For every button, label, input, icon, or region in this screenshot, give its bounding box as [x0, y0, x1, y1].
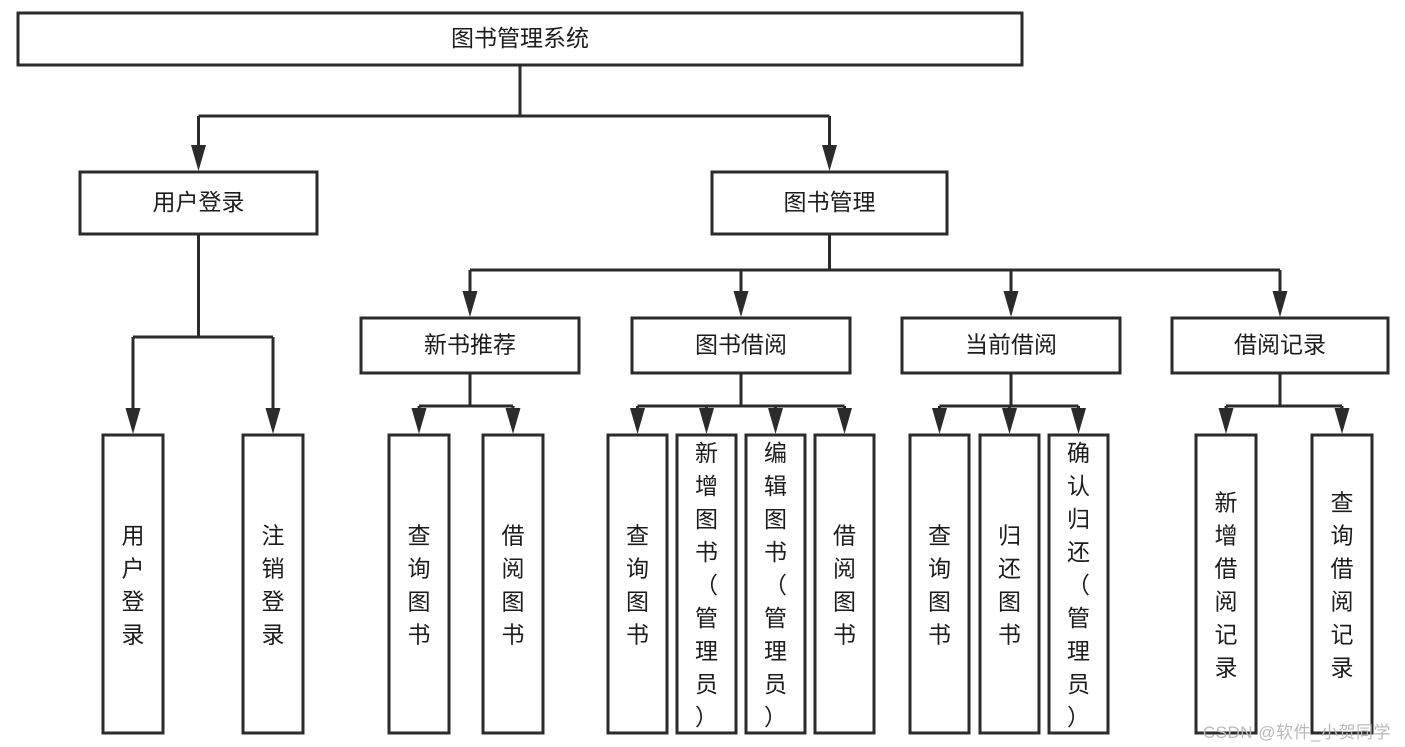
connector-group-root	[191, 65, 837, 171]
node-label-book-borrow: 图书借阅	[695, 332, 787, 358]
node-leaf-borrow-book[interactable]: 借阅图书	[813, 433, 876, 735]
node-box-root[interactable]	[16, 11, 1024, 67]
node-label-leaf-return-book: 归还图书	[998, 523, 1021, 648]
arrow-head-icon	[1071, 408, 1086, 434]
connector-group-book-manage	[462, 234, 1288, 317]
nodes-layer: 图书管理系统用户登录图书管理新书推荐图书借阅当前借阅借阅记录用户登录注销登录查询…	[16, 11, 1390, 735]
node-label-leaf-query-book-borrow: 查询图书	[626, 523, 649, 648]
node-leaf-borrow-book-recommend[interactable]: 借阅图书	[481, 433, 545, 735]
arrow-head-icon	[932, 408, 947, 434]
node-label-leaf-edit-book: 编辑图书（管理员）	[764, 440, 787, 730]
edges-layer	[125, 65, 1350, 434]
node-leaf-edit-book[interactable]: 编辑图书（管理员）	[744, 433, 807, 735]
node-label-root: 图书管理系统	[451, 25, 589, 51]
connector-group-user-login	[125, 234, 281, 434]
node-box-current-borrow[interactable]	[900, 316, 1122, 375]
node-leaf-user-logout[interactable]: 注销登录	[241, 433, 305, 735]
arrow-head-icon	[768, 408, 783, 434]
node-box-leaf-add-book[interactable]	[675, 433, 738, 735]
node-leaf-add-book[interactable]: 新增图书（管理员）	[675, 433, 738, 735]
node-book-borrow[interactable]: 图书借阅	[630, 316, 852, 375]
arrow-head-icon	[822, 145, 837, 171]
node-label-new-book-recommend: 新书推荐	[424, 332, 516, 358]
arrow-head-icon	[505, 408, 521, 434]
node-label-leaf-confirm-return: 确认归还（管理员）	[1067, 440, 1090, 730]
node-label-leaf-query-borrow-record: 查询借阅记录	[1331, 490, 1354, 681]
node-leaf-user-login[interactable]: 用户登录	[101, 433, 165, 735]
node-box-leaf-borrow-book[interactable]	[813, 433, 876, 735]
node-box-leaf-borrow-book-recommend[interactable]	[481, 433, 545, 735]
node-label-leaf-add-borrow-record: 新增借阅记录	[1215, 490, 1238, 681]
node-box-leaf-query-book-recommend[interactable]	[387, 433, 451, 735]
node-leaf-query-book-borrow[interactable]: 查询图书	[606, 433, 669, 735]
node-box-borrow-record[interactable]	[1170, 316, 1390, 375]
arrow-head-icon	[191, 145, 206, 171]
node-label-borrow-record: 借阅记录	[1234, 332, 1326, 358]
node-label-leaf-add-book: 新增图书（管理员）	[695, 440, 718, 730]
node-label-book-manage: 图书管理	[784, 189, 876, 215]
node-label-leaf-borrow-book: 借阅图书	[833, 523, 856, 648]
node-box-leaf-return-book[interactable]	[978, 433, 1041, 735]
node-book-manage[interactable]: 图书管理	[710, 170, 949, 236]
node-root[interactable]: 图书管理系统	[16, 11, 1024, 67]
arrow-head-icon	[1002, 408, 1017, 434]
node-box-new-book-recommend[interactable]	[359, 316, 581, 375]
connector-group-new-book-recommend	[411, 373, 521, 434]
node-new-book-recommend[interactable]: 新书推荐	[359, 316, 581, 375]
node-label-user-login: 用户登录	[153, 189, 245, 215]
node-leaf-confirm-return[interactable]: 确认归还（管理员）	[1047, 433, 1110, 735]
connector-group-current-borrow	[932, 373, 1086, 434]
node-box-book-borrow[interactable]	[630, 316, 852, 375]
arrow-head-icon	[1218, 408, 1234, 434]
node-box-leaf-confirm-return[interactable]	[1047, 433, 1110, 735]
node-label-leaf-user-login: 用户登录	[122, 523, 145, 648]
connector-group-borrow-record	[1218, 373, 1350, 434]
node-label-leaf-query-book-current: 查询图书	[928, 523, 951, 648]
arrow-head-icon	[699, 408, 714, 434]
node-box-leaf-query-borrow-record[interactable]	[1310, 433, 1374, 735]
node-current-borrow[interactable]: 当前借阅	[900, 316, 1122, 375]
node-borrow-record[interactable]: 借阅记录	[1170, 316, 1390, 375]
node-label-leaf-user-logout: 注销登录	[262, 523, 285, 648]
node-label-current-borrow: 当前借阅	[965, 332, 1057, 358]
arrow-head-icon	[265, 408, 281, 434]
node-box-leaf-query-book-borrow[interactable]	[606, 433, 669, 735]
arrow-head-icon	[837, 408, 852, 434]
node-box-leaf-add-borrow-record[interactable]	[1194, 433, 1258, 735]
arrow-head-icon	[411, 408, 427, 434]
connector-group-book-borrow	[630, 373, 852, 434]
node-box-user-login[interactable]	[78, 170, 319, 236]
node-leaf-return-book[interactable]: 归还图书	[978, 433, 1041, 735]
watermark-label: CSDN @软件_小贺同学	[1202, 723, 1391, 742]
arrow-head-icon	[1272, 291, 1288, 317]
arrow-head-icon	[1003, 291, 1019, 317]
arrow-head-icon	[462, 291, 478, 317]
node-user-login[interactable]: 用户登录	[78, 170, 319, 236]
node-label-leaf-query-book-recommend: 查询图书	[408, 523, 431, 648]
node-label-leaf-borrow-book-recommend: 借阅图书	[502, 523, 525, 648]
node-box-book-manage[interactable]	[710, 170, 949, 236]
node-leaf-query-book-recommend[interactable]: 查询图书	[387, 433, 451, 735]
node-box-leaf-user-logout[interactable]	[241, 433, 305, 735]
arrow-head-icon	[125, 408, 141, 434]
arrow-head-icon	[630, 408, 645, 434]
node-box-leaf-edit-book[interactable]	[744, 433, 807, 735]
node-box-leaf-user-login[interactable]	[101, 433, 165, 735]
arrow-head-icon	[733, 291, 749, 317]
node-box-leaf-query-book-current[interactable]	[908, 433, 971, 735]
node-leaf-query-borrow-record[interactable]: 查询借阅记录	[1310, 433, 1374, 735]
node-leaf-query-book-current[interactable]: 查询图书	[908, 433, 971, 735]
arrow-head-icon	[1334, 408, 1350, 434]
node-leaf-add-borrow-record[interactable]: 新增借阅记录	[1194, 433, 1258, 735]
